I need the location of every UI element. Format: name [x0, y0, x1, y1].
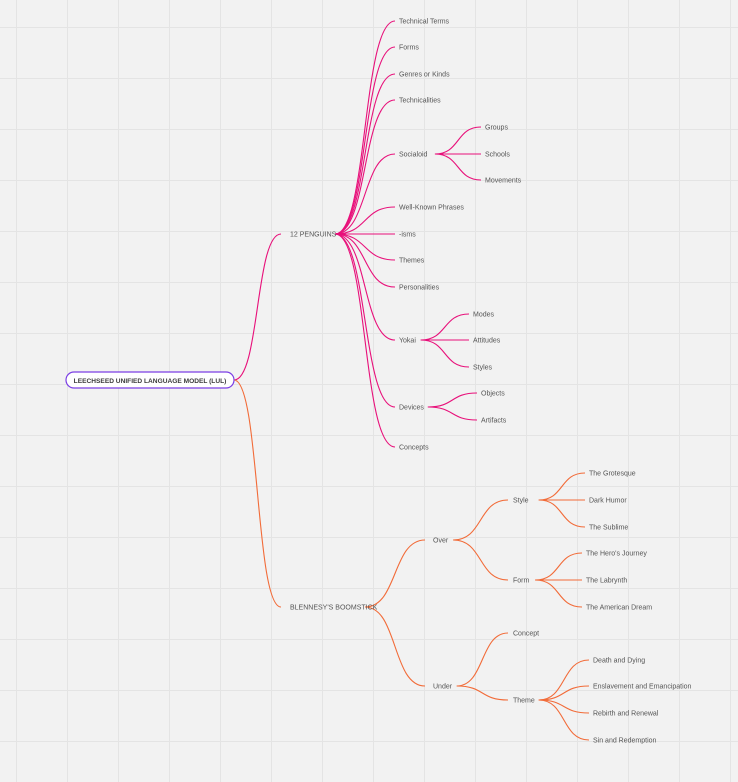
connector-line [334, 233, 396, 448]
mindmap-nodes: LEECHSEED UNIFIED LANGUAGE MODEL (LUL) 1… [65, 19, 692, 745]
connector-line [434, 153, 482, 181]
node-style[interactable]: Style [513, 498, 529, 505]
connector-line [538, 699, 590, 714]
connector-line [233, 233, 282, 381]
node-socialoid[interactable]: Socialoid [399, 152, 428, 159]
node-enslavement-and-emancipation[interactable]: Enslavement and Emancipation [593, 684, 692, 691]
connector-line [456, 632, 509, 687]
node-schools[interactable]: Schools [485, 152, 510, 159]
node-the-grotesque[interactable]: The Grotesque [589, 471, 636, 478]
root-node[interactable] [65, 371, 235, 389]
connector-line [535, 552, 583, 581]
connector-line [453, 499, 509, 541]
connector-line [364, 539, 426, 608]
node-movements[interactable]: Movements [485, 178, 522, 185]
connector-line [434, 126, 482, 155]
node-the-sublime[interactable]: The Sublime [589, 525, 628, 532]
node-genres-or-kinds[interactable]: Genres or Kinds [399, 72, 450, 79]
node-styles[interactable]: Styles [473, 365, 493, 372]
connector-line [233, 379, 282, 608]
connector-line [335, 233, 396, 261]
connector-line [335, 233, 396, 341]
node-concepts[interactable]: Concepts [399, 445, 429, 452]
connector-line [364, 606, 426, 687]
node-blennesy-s-boomstick[interactable]: BLENNESY'S BOOMSTICK [290, 605, 378, 612]
node-forms[interactable]: Forms [399, 45, 419, 52]
node-well-known-phrases[interactable]: Well-Known Phrases [399, 205, 464, 212]
node-form[interactable]: Form [513, 578, 530, 585]
node-concept[interactable]: Concept [513, 631, 539, 638]
node-theme[interactable]: Theme [513, 698, 535, 705]
connector-line [427, 406, 478, 421]
node-death-and-dying[interactable]: Death and Dying [593, 658, 645, 665]
node-personalities[interactable]: Personalities [399, 285, 440, 292]
connector-line [538, 472, 586, 501]
node-themes[interactable]: Themes [399, 258, 425, 265]
connector-line [535, 579, 583, 608]
root-node-label: LEECHSEED UNIFIED LANGUAGE MODEL (LUL) [74, 378, 227, 385]
node-rebirth-and-renewal[interactable]: Rebirth and Renewal [593, 711, 659, 718]
connector-line [427, 392, 478, 408]
node-the-labrynth[interactable]: The Labrynth [586, 578, 627, 585]
connector-line [334, 73, 396, 235]
node-groups[interactable]: Groups [485, 125, 508, 132]
connector-line [334, 233, 396, 408]
connector-line [334, 99, 396, 235]
mindmap-edges [233, 20, 590, 741]
node-dark-humor[interactable]: Dark Humor [589, 498, 627, 505]
connector-line [538, 659, 590, 701]
connector-line [335, 153, 396, 235]
connector-line [335, 206, 396, 235]
connector-line [453, 539, 509, 581]
connector-line [420, 313, 470, 341]
node-devices[interactable]: Devices [399, 405, 424, 412]
connector-line [420, 339, 470, 368]
node-objects[interactable]: Objects [481, 391, 505, 398]
connector-line [334, 46, 396, 235]
node-the-hero-s-journey[interactable]: The Hero's Journey [586, 551, 647, 558]
node-isms[interactable]: -isms [399, 232, 416, 239]
node-artifacts[interactable]: Artifacts [481, 418, 507, 425]
connector-line [538, 685, 590, 701]
connector-line [335, 233, 396, 288]
node-technical-terms[interactable]: Technical Terms [399, 19, 450, 26]
connector-line [538, 699, 590, 741]
node-under[interactable]: Under [433, 684, 453, 691]
node-technicalities[interactable]: Technicalities [399, 98, 441, 105]
connector-line [334, 20, 396, 235]
node-modes[interactable]: Modes [473, 312, 495, 319]
node-12-penguins[interactable]: 12 PENGUINS [290, 232, 337, 239]
node-over[interactable]: Over [433, 538, 449, 545]
connector-line [456, 685, 509, 701]
node-the-american-dream[interactable]: The American Dream [586, 605, 652, 612]
node-sin-and-redemption[interactable]: Sin and Redemption [593, 738, 657, 745]
node-yokai[interactable]: Yokai [399, 338, 416, 345]
node-attitudes[interactable]: Attitudes [473, 338, 501, 345]
connector-line [538, 499, 586, 528]
